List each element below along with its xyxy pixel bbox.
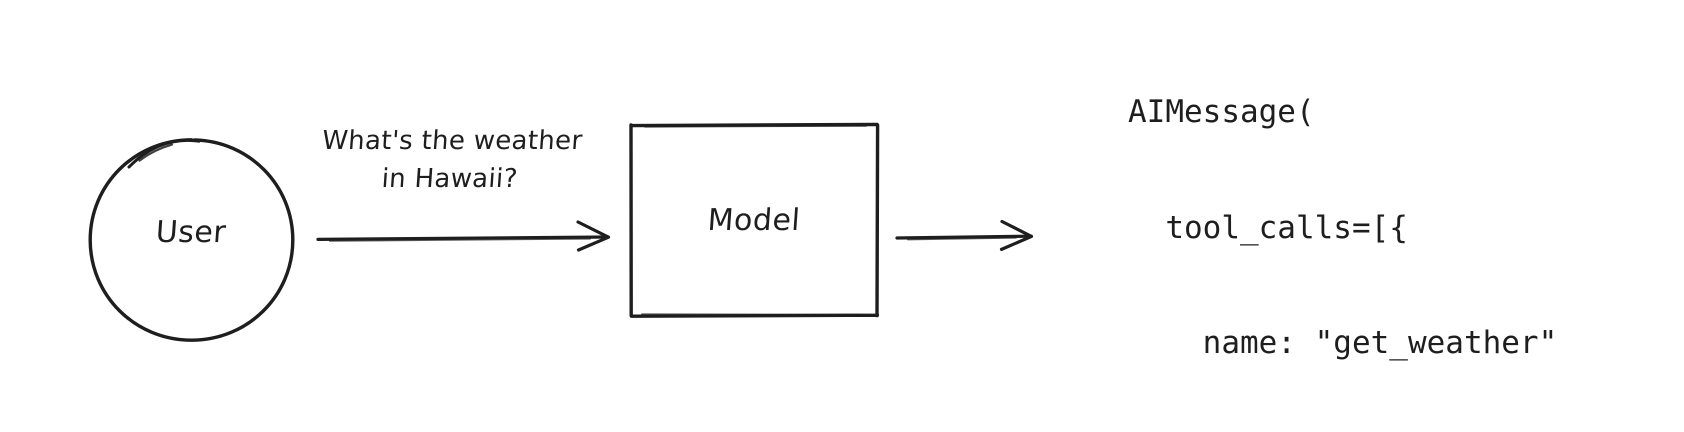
edge-label-user-to-model: What's the weather in Hawaii? bbox=[293, 122, 608, 198]
rectangle-node-icon[interactable] bbox=[629, 122, 880, 318]
model-node-label: Model bbox=[706, 203, 802, 238]
arrow-right-icon bbox=[316, 220, 611, 252]
edge-label-line-1: What's the weather bbox=[321, 126, 584, 156]
arrow-right-icon bbox=[895, 219, 1034, 251]
edge-label-line-2: in Hawaii? bbox=[380, 164, 519, 194]
code-line: name: "get_weather" bbox=[1128, 325, 1558, 361]
aimessage-code-block: AIMessage( tool_calls=[{ name: "get_weat… bbox=[1128, 16, 1595, 432]
code-line: tool_calls=[{ bbox=[1128, 209, 1408, 246]
user-node-label: User bbox=[154, 215, 228, 250]
circle-node-icon[interactable] bbox=[88, 138, 295, 342]
code-line: AIMessage( bbox=[1128, 94, 1315, 130]
